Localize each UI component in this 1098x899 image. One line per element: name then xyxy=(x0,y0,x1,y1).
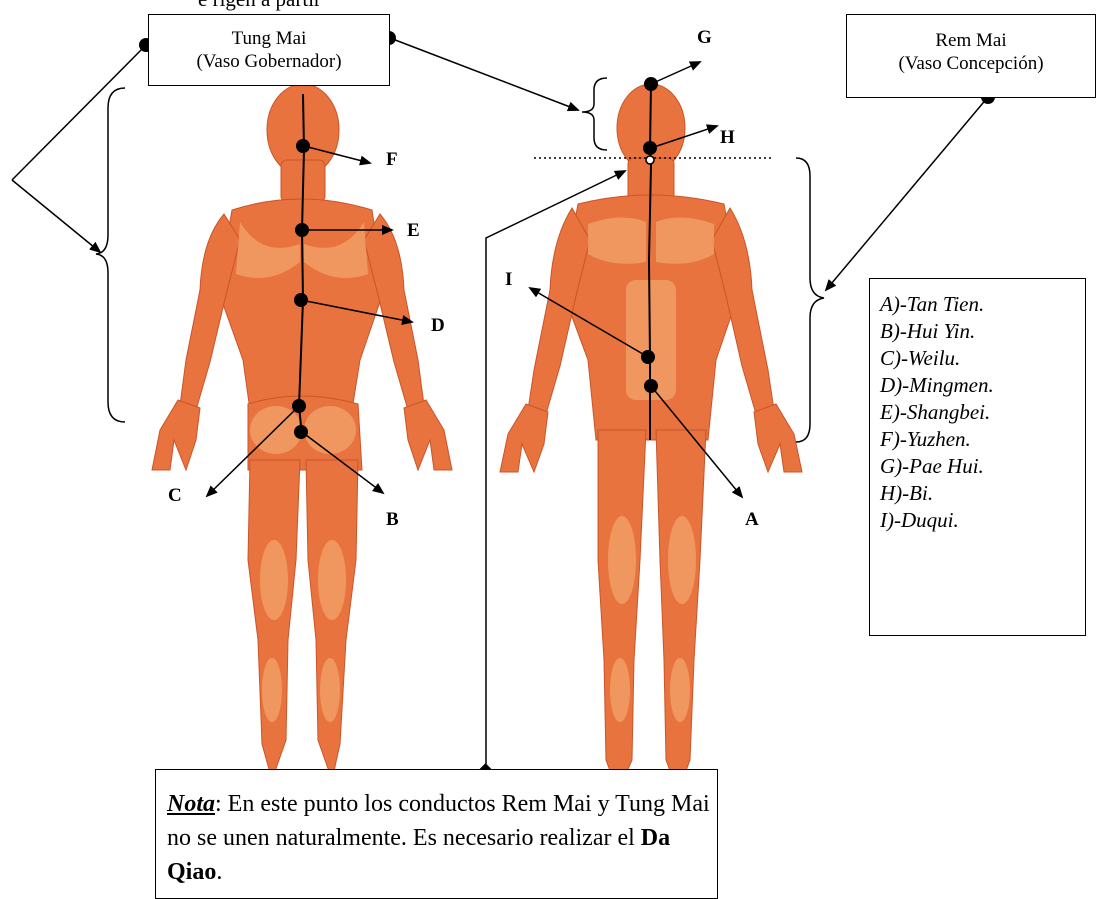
legend-item-d: D)-Mingmen. xyxy=(880,372,1085,399)
rem-mai-subtitle: (Vaso Concepción) xyxy=(847,52,1095,75)
legend-item-i: I)-Duqui. xyxy=(880,507,1085,534)
point-g-dot xyxy=(644,77,658,91)
legend-item-g: G)-Pae Hui. xyxy=(880,453,1085,480)
label-point-e: E xyxy=(407,221,420,240)
legend-item-c: C)-Weilu. xyxy=(880,345,1085,372)
back-curly-bracket xyxy=(96,88,125,422)
note-text: Nota: En este punto los conductos Rem Ma… xyxy=(167,787,717,889)
junction-open-circle xyxy=(646,156,654,164)
label-point-c: C xyxy=(168,486,182,505)
note-box: Nota: En este punto los conductos Rem Ma… xyxy=(155,769,718,899)
legend-item-f: F)-Yuzhen. xyxy=(880,426,1085,453)
note-end: . xyxy=(216,859,222,885)
tung-mai-box: Tung Mai (Vaso Gobernador) xyxy=(148,14,390,86)
label-point-d: D xyxy=(431,316,445,335)
point-e-dot xyxy=(295,223,309,237)
point-c-dot xyxy=(292,399,306,413)
connectors xyxy=(12,38,988,827)
label-point-h: H xyxy=(720,128,735,147)
label-point-i: I xyxy=(505,270,512,289)
legend-item-a: A)-Tan Tien. xyxy=(880,291,1085,318)
label-point-f: F xyxy=(386,150,398,169)
tung-mai-subtitle: (Vaso Gobernador) xyxy=(149,50,389,73)
point-b-dot xyxy=(294,425,308,439)
label-point-a: A xyxy=(745,510,759,529)
label-point-b: B xyxy=(386,510,399,529)
point-a-dot xyxy=(644,379,658,393)
points-legend: A)-Tan Tien. B)-Hui Yin. C)-Weilu. D)-Mi… xyxy=(869,278,1086,636)
legend-item-e: E)-Shangbei. xyxy=(880,399,1085,426)
legend-item-b: B)-Hui Yin. xyxy=(880,318,1085,345)
tung-mai-title: Tung Mai xyxy=(149,27,389,50)
note-body: : En este punto los conductos Rem Mai y … xyxy=(167,791,710,851)
top-text-fragment: e rigen a partir xyxy=(198,0,321,10)
point-d-dot xyxy=(294,293,308,307)
rem-mai-box: Rem Mai (Vaso Concepción) xyxy=(846,14,1096,98)
point-h-dot xyxy=(643,141,657,155)
label-point-g: G xyxy=(697,28,712,47)
point-i-dot xyxy=(641,350,655,364)
point-f-dot xyxy=(296,139,310,153)
note-label: Nota xyxy=(167,791,215,817)
head-curly-bracket xyxy=(582,78,607,150)
legend-item-h: H)-Bi. xyxy=(880,480,1085,507)
rem-mai-title: Rem Mai xyxy=(847,29,1095,52)
front-curly-bracket xyxy=(796,158,824,442)
